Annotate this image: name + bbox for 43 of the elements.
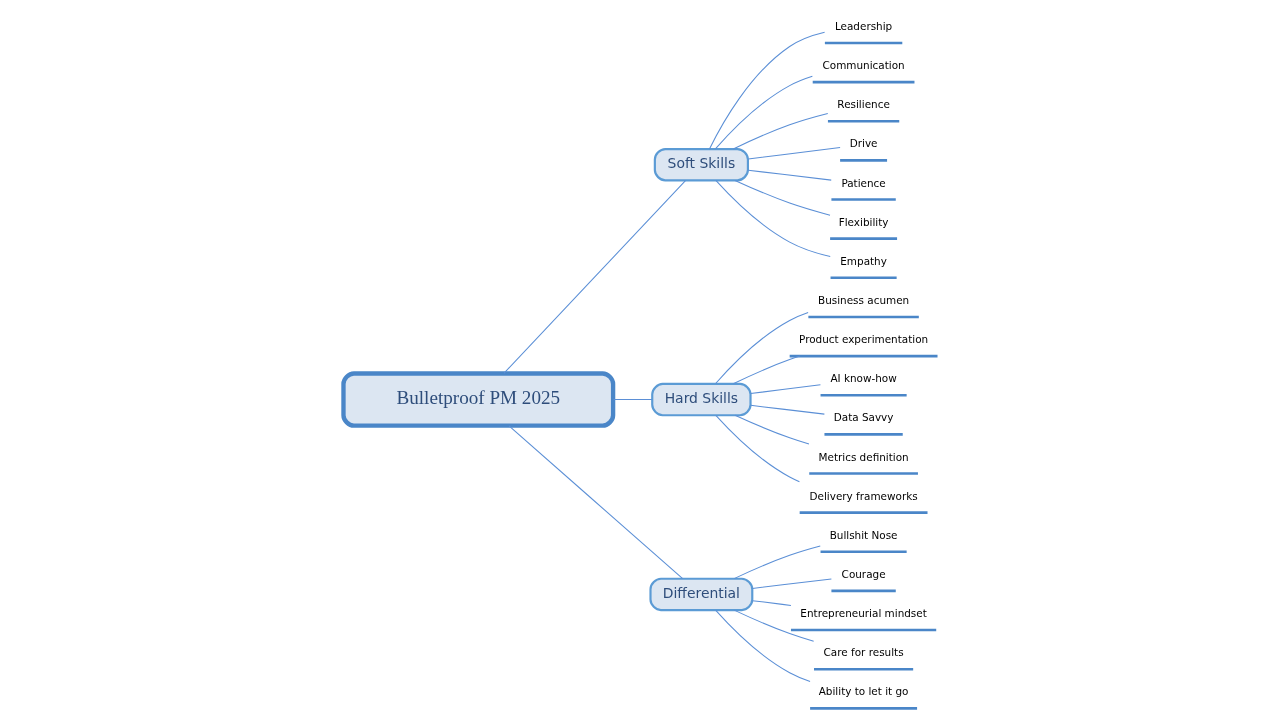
node-text: Ability to let it go xyxy=(818,685,908,698)
node-text: Communication xyxy=(822,59,905,72)
connector xyxy=(714,311,809,385)
node-text: Flexibility xyxy=(838,215,888,228)
connector xyxy=(502,179,686,374)
node-box: Bulletproof PM 2025 xyxy=(340,371,615,428)
node-text: AI know-how xyxy=(829,372,897,385)
connector xyxy=(734,179,831,216)
node-text: Business acumen xyxy=(817,293,909,306)
node-text: Delivery frameworks xyxy=(809,489,918,502)
connector xyxy=(749,404,825,415)
connector xyxy=(714,75,813,150)
connector xyxy=(751,578,832,589)
connector xyxy=(751,600,791,606)
node-box: Differential xyxy=(648,577,753,612)
node-box: Hard Skills xyxy=(650,382,752,417)
connector xyxy=(714,179,831,258)
node-box: Soft Skills xyxy=(653,148,749,182)
node-text: Metrics definition xyxy=(817,450,909,463)
node-text: Product experimentation xyxy=(798,333,928,346)
node-text: Leadership xyxy=(834,20,892,33)
node-text: Data Savvy xyxy=(833,411,893,424)
connector xyxy=(747,147,841,160)
connector xyxy=(714,609,811,682)
node-text: Empathy xyxy=(839,254,887,267)
node-text: Courage xyxy=(841,567,886,580)
node-text: Care for results xyxy=(823,646,904,659)
node-text: Drive xyxy=(849,137,877,150)
connector xyxy=(747,169,832,181)
node-text: Resilience xyxy=(836,98,890,111)
connector xyxy=(708,31,825,150)
node-text: Entrepreneurial mindset xyxy=(799,607,927,620)
connector xyxy=(508,425,683,580)
connector xyxy=(749,384,821,395)
connector xyxy=(733,609,814,642)
connector xyxy=(732,355,800,385)
connector xyxy=(612,399,653,401)
node-text: Bullshit Nose xyxy=(829,528,898,541)
connector xyxy=(733,545,821,580)
node-text: Patience xyxy=(840,176,886,189)
connector xyxy=(732,112,828,150)
connector xyxy=(714,414,800,483)
connector xyxy=(734,414,809,445)
